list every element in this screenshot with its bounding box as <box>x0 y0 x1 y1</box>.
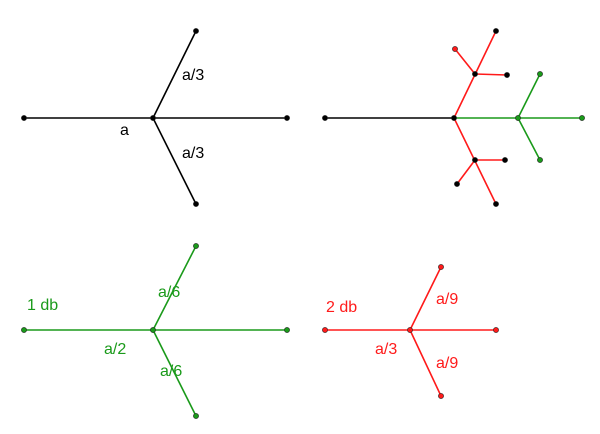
top-left-labels: a a/3 a/3 <box>120 67 204 162</box>
edge <box>152 329 197 417</box>
node <box>438 393 444 399</box>
node <box>322 327 328 333</box>
node <box>150 327 156 333</box>
node <box>452 46 458 52</box>
node <box>502 157 508 163</box>
node <box>193 201 199 207</box>
edge <box>517 73 541 119</box>
label-2-db: 2 db <box>326 299 357 316</box>
edge <box>409 329 442 397</box>
node <box>537 71 543 77</box>
label-a-3: a/3 <box>375 341 397 358</box>
edge <box>152 30 197 119</box>
bottom-right-labels: 2 db a/3 a/9 a/9 <box>326 291 458 372</box>
edge <box>152 117 197 205</box>
node <box>472 71 478 77</box>
label-a-3-lower: a/3 <box>182 145 204 162</box>
node <box>284 115 290 121</box>
edge <box>409 266 442 331</box>
node <box>515 115 521 121</box>
node <box>21 115 27 121</box>
node <box>438 264 444 270</box>
node <box>504 72 510 78</box>
edge <box>454 48 476 75</box>
edge <box>474 73 508 76</box>
label-a: a <box>120 122 129 139</box>
label-a-3-upper: a/3 <box>182 67 204 84</box>
node <box>493 327 499 333</box>
label-a-6-upper: a/6 <box>158 284 180 301</box>
label-a-6-lower: a/6 <box>160 363 182 380</box>
node <box>579 115 585 121</box>
node <box>537 157 543 163</box>
node <box>407 327 413 333</box>
node <box>451 115 457 121</box>
node <box>493 201 499 207</box>
node <box>193 243 199 249</box>
label-a-2: a/2 <box>104 341 126 358</box>
label-a-9-lower: a/9 <box>436 355 458 372</box>
node <box>322 115 328 121</box>
label-1-db: 1 db <box>27 297 58 314</box>
node <box>21 327 27 333</box>
edge <box>517 117 541 161</box>
node <box>150 115 156 121</box>
node <box>454 181 460 187</box>
node <box>193 413 199 419</box>
node <box>193 28 199 34</box>
bottom-left-labels: 1 db a/2 a/6 a/6 <box>27 284 182 380</box>
label-a-9-upper: a/9 <box>436 291 458 308</box>
edge <box>152 245 197 331</box>
node <box>493 28 499 34</box>
node <box>284 327 290 333</box>
node <box>472 157 478 163</box>
edge <box>456 159 476 185</box>
